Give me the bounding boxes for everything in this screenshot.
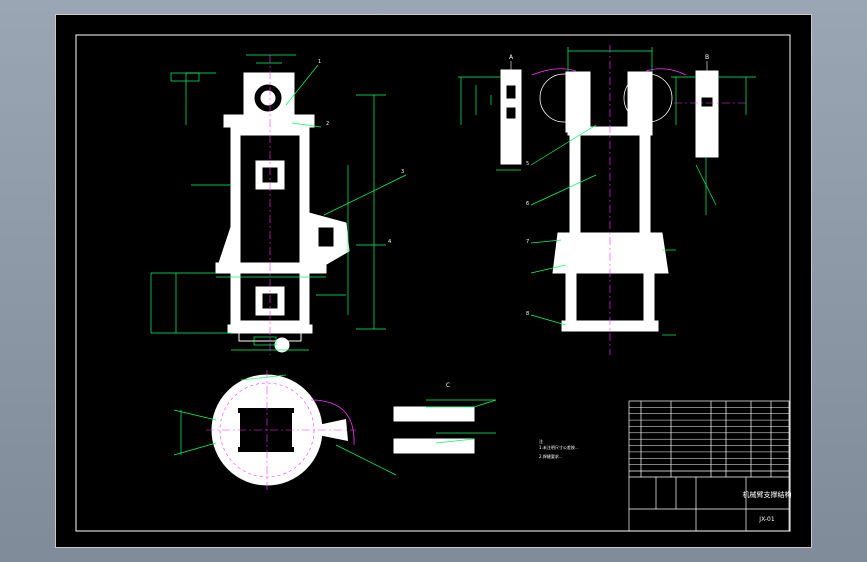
leader-number: 6 xyxy=(526,201,529,207)
section-view-a-dims xyxy=(458,76,521,171)
notes-line-2: 2.焊缝要求... xyxy=(539,453,563,459)
right-view-dims xyxy=(671,76,756,215)
drawing-canvas: A B xyxy=(75,34,792,532)
leader-number: 1 xyxy=(318,59,321,65)
leader-number: 8 xyxy=(526,311,529,317)
section-view-a xyxy=(500,69,522,165)
right-view-label: B xyxy=(705,54,709,61)
leader-numbers: 1 2 3 4 5 6 7 8 xyxy=(318,59,529,317)
leader-number: 4 xyxy=(388,239,391,245)
title-block xyxy=(628,400,790,532)
leader-number: 2 xyxy=(326,121,329,127)
leader-number: 7 xyxy=(526,239,529,245)
middle-side-circles xyxy=(539,73,673,123)
parts-list-rows xyxy=(629,407,789,465)
drawing-title: 机械臂支撑结构 xyxy=(743,490,792,499)
top-view xyxy=(206,370,356,493)
detail-view-label: C xyxy=(446,382,450,389)
notes-heading: 注 xyxy=(539,438,543,444)
notes-line-1: 1.未注明尺寸公差按... xyxy=(539,444,579,450)
leader-number: 5 xyxy=(526,161,529,167)
section-view-a-label: A xyxy=(509,54,514,61)
outer-border xyxy=(75,34,791,532)
notes-block: 注 1.未注明尺寸公差按... 2.焊缝要求... xyxy=(539,438,579,459)
detail-view-c xyxy=(393,406,475,454)
drawing-sheet: A B xyxy=(55,14,812,548)
top-view-dims xyxy=(173,374,397,476)
detail-dims xyxy=(426,399,497,444)
leader-number: 3 xyxy=(401,169,404,175)
right-view-b xyxy=(695,70,719,158)
drawing-number: JX-01 xyxy=(758,516,775,523)
middle-side-view xyxy=(552,71,669,332)
